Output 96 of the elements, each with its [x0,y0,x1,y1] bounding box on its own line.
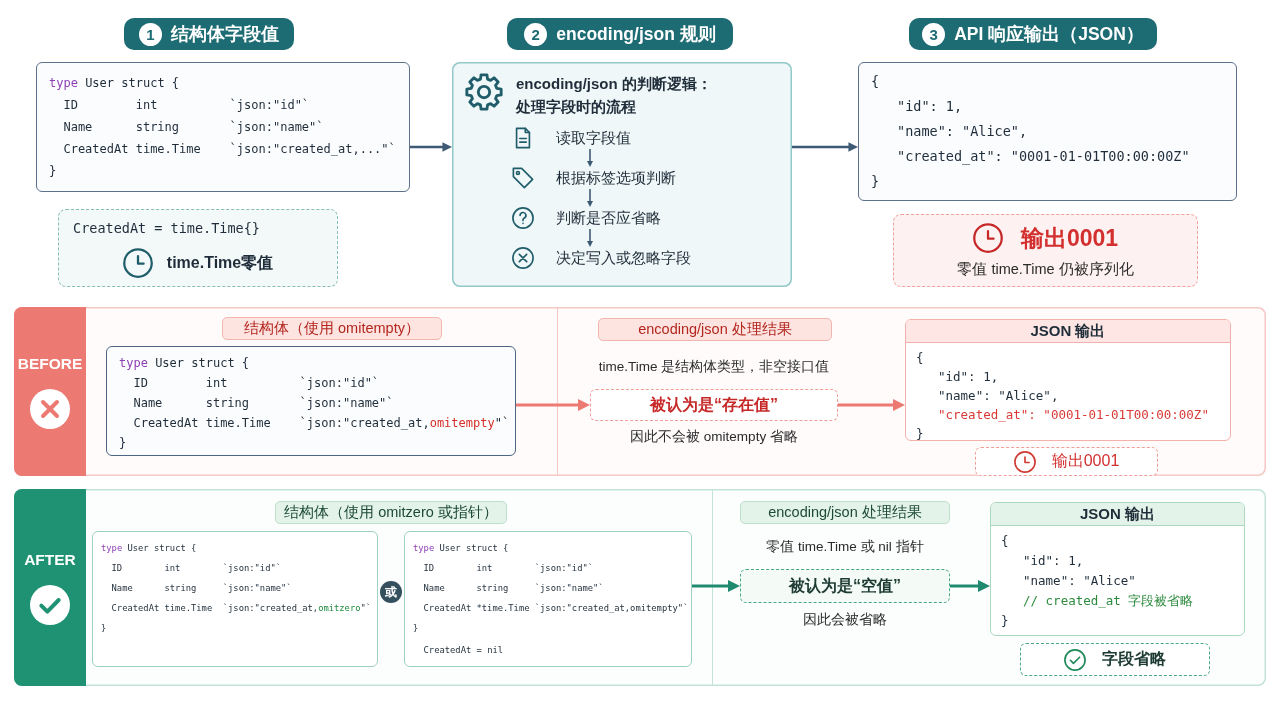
panel-label: AFTER [24,550,76,569]
header-title: encoding/json 规则 [556,23,716,46]
code-line: "id": 1, [896,97,964,116]
code-line: { [1001,532,1010,550]
code-line: "created_at": "0001-01-01T00:00:00Z" [937,406,1210,424]
arrow [586,188,594,207]
panel-title: JSON 输出 [991,503,1244,526]
code-block [404,531,692,667]
code-line: "name": "Alice", [937,387,1060,405]
panel-label: BEFORE [17,354,83,373]
code-line: "id": 1, [1022,552,1085,570]
code-line: Name string `json:"name"` [62,119,325,136]
code-line: type User struct { [119,355,251,372]
arrow [586,228,594,247]
arrow [838,399,905,411]
alert-text: 零值 time.Time 仍被序列化 [957,259,1134,279]
comparison-panel [14,307,1266,476]
code-line: type User struct { [413,542,510,555]
note-box [58,209,338,287]
arrow [516,399,590,411]
step-number: 3 [922,22,946,46]
outcome-box [975,447,1158,476]
outcome-text: 输出0001 [1051,451,1120,471]
caption-text: 因此会被省略 [802,611,888,629]
panel-heading: encoding/json 的判断逻辑：处理字段时的流程 [516,74,713,117]
code-line: } [101,622,108,635]
code-line: Name string `json:"name"` [132,395,395,412]
code-line: } [119,435,128,452]
code-line: } [916,425,925,440]
section-label: encoding/json 处理结果 [740,501,950,524]
code-line: } [49,163,58,180]
json-output-panel [990,502,1245,636]
code-line: ID int `json:"id"` [132,375,381,392]
arrow [586,148,594,167]
panel-title: JSON 输出 [906,320,1230,343]
step-text: 根据标签选项判断 [556,169,676,188]
rules-panel [452,62,792,287]
code-line: CreatedAt *time.Time `json:"created_at,omitempty"` [422,602,687,615]
verdict-box [590,389,838,421]
alert-box [893,214,1198,287]
code-block [92,531,378,667]
header-title: 结构体字段值 [171,23,279,46]
step-header [909,18,1157,50]
code-line: ID int `json:"id"` [62,97,311,114]
code-line: } [871,172,881,191]
code-line: CreatedAt = time.Time{} [73,219,261,238]
code-block [36,62,410,192]
code-line: "created_at": "0001-01-01T00:00:00Z" [896,147,1191,167]
step-header [124,18,294,50]
step-header [507,18,733,50]
code-line: ID int `json:"id"` [422,562,595,575]
step-number: 2 [524,22,548,46]
step-number: 1 [139,22,162,46]
caption-text: 零值 time.Time 或 nil 指针 [765,538,925,556]
step-text: 判断是否应省略 [556,209,661,228]
code-line: ID int `json:"id"` [110,562,283,575]
code-line: } [413,622,420,635]
verdict-box [740,569,950,603]
code-line: CreatedAt time.Time `json:"created_at,omitzero"` [110,602,373,615]
code-line: { [916,349,925,367]
or-marker: 或 [380,581,402,603]
code-line: { [871,72,881,91]
outcome-text: 字段省略 [1102,649,1166,669]
arrow [692,580,740,592]
code-line: Name string `json:"name"` [422,582,605,595]
section-label: 结构体（使用 omitzero 或指针） [275,501,507,524]
code-line: "id": 1, [937,368,1000,386]
code-line: } [1001,612,1010,630]
code-line: // created_at 字段被省略 [1022,592,1195,610]
step-text: 决定写入或忽略字段 [556,249,691,268]
code-block [106,346,516,456]
verdict-text: 被认为是“存在值” [650,394,778,415]
comparison-panel [14,489,1266,686]
section-label: 结构体（使用 omitempty） [222,317,442,340]
code-line: CreatedAt time.Time `json:"created_at,omitempty"` [132,415,507,432]
arrow [792,142,858,152]
code-block [858,62,1237,201]
step-text: 读取字段值 [556,129,631,148]
code-line: Name string `json:"name"` [110,582,293,595]
verdict-text: 被认为是“空值” [789,575,901,596]
note-text: time.Time零值 [166,252,274,273]
code-line: "name": "Alice", [896,122,1029,141]
outcome-box [1020,643,1210,676]
caption-text: 因此不会被 omitempty 省略 [629,428,799,446]
header-title: API 响应输出（JSON） [954,23,1144,46]
code-line: type User struct { [49,75,181,92]
section-label: encoding/json 处理结果 [598,318,832,341]
alert-title: 输出0001 [1020,223,1119,253]
code-line: type User struct { [101,542,198,555]
arrow [410,142,452,152]
code-line: CreatedAt = nil [422,644,505,657]
json-output-panel [905,319,1231,441]
code-line: "name": "Alice" [1022,572,1137,590]
caption-text: time.Time 是结构体类型，非空接口值 [597,358,831,376]
arrow [950,580,990,592]
code-line: CreatedAt time.Time `json:"created_at,..."` [62,141,397,158]
